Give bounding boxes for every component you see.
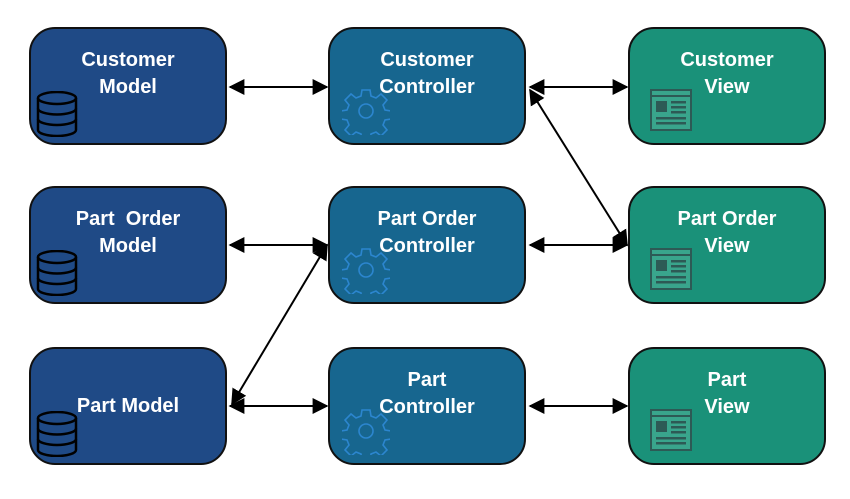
customer-model-label: Customer Model xyxy=(81,49,175,98)
part-order-controller-label: Part Order Controller xyxy=(377,208,477,257)
customer-view-label: Customer View xyxy=(680,49,774,98)
part-order-view-label: Part Order View xyxy=(677,208,777,257)
gear-icon xyxy=(342,89,390,135)
part-order-model-node: Part Order Model xyxy=(29,186,227,304)
document-icon xyxy=(650,409,692,451)
customer-controller-label: Customer Controller xyxy=(379,49,475,98)
part-view-label: Part View xyxy=(704,369,750,418)
customer-model-node: Customer Model xyxy=(29,27,227,145)
part-controller-node: Part Controller xyxy=(328,347,526,465)
part-view-node: Part View xyxy=(628,347,826,465)
database-icon xyxy=(36,411,78,457)
part-controller-label: Part Controller xyxy=(379,369,475,418)
part-order-controller-node: Part Order Controller xyxy=(328,186,526,304)
part-model-label: Part Model xyxy=(76,394,180,417)
customer-controller-node: Customer Controller xyxy=(328,27,526,145)
customer-view-node: Customer View xyxy=(628,27,826,145)
database-icon xyxy=(36,91,78,137)
gear-icon xyxy=(342,409,390,455)
document-icon xyxy=(650,89,692,131)
part-order-model-label: Part Order Model xyxy=(75,208,181,257)
document-icon xyxy=(650,248,692,290)
part-model-node: Part Model xyxy=(29,347,227,465)
arrow-part-model-part-order-controller xyxy=(231,243,328,406)
part-order-view-node: Part Order View xyxy=(628,186,826,304)
gear-icon xyxy=(342,248,390,294)
database-icon xyxy=(36,250,78,296)
arrow-customer-controller-part-order-view xyxy=(529,88,628,247)
